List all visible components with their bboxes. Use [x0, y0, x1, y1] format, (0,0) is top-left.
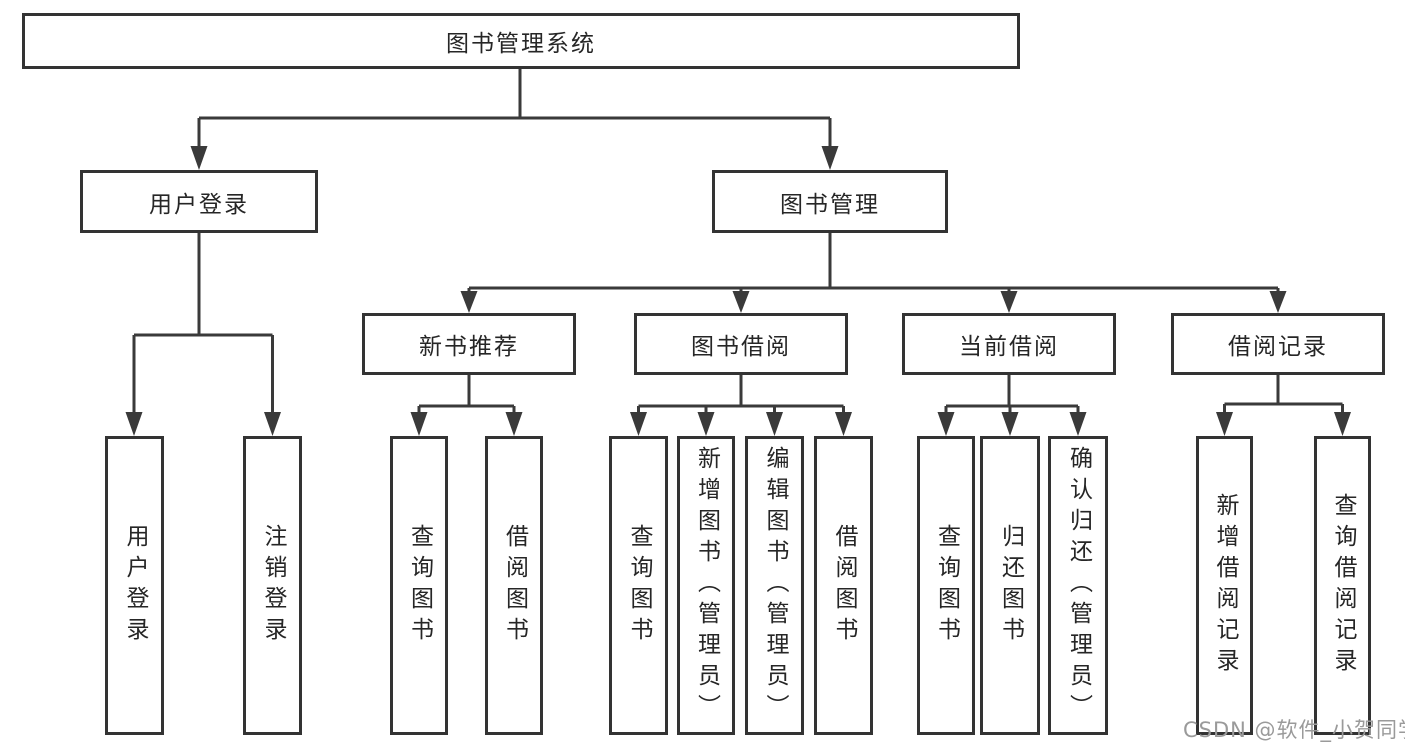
node-root: 图书管理系统	[22, 13, 1020, 69]
leaf-br-query-record-label: 查询借阅记录	[1330, 492, 1356, 679]
leaf-bb-borrow-books-label: 借阅图书	[831, 523, 857, 648]
leaf-cb-query-books-label: 查询图书	[933, 523, 960, 648]
node-current-borrowing: 当前借阅	[902, 313, 1116, 375]
leaf-cb-query-books: 查询图书	[917, 436, 975, 735]
leaf-logout: 注销登录	[243, 436, 302, 735]
node-borrowing-records-label: 借阅记录	[1228, 334, 1328, 360]
leaf-nb-query-books-label: 查询图书	[406, 523, 433, 648]
node-book-management-label: 图书管理	[780, 191, 880, 218]
leaf-bb-query-books-label: 查询图书	[626, 523, 652, 648]
node-current-borrowing-label: 当前借阅	[959, 334, 1059, 360]
leaf-bb-add-book-admin: 新增图书（管理员）	[677, 436, 735, 735]
leaf-br-add-record: 新增借阅记录	[1196, 436, 1253, 735]
node-new-book-recommendation: 新书推荐	[362, 313, 576, 375]
leaf-cb-return-books: 归还图书	[980, 436, 1040, 735]
leaf-bb-edit-book-admin: 编辑图书（管理员）	[745, 436, 804, 735]
leaf-user-login: 用户登录	[105, 436, 164, 735]
leaf-bb-query-books: 查询图书	[609, 436, 668, 735]
leaf-bb-borrow-books: 借阅图书	[814, 436, 873, 735]
leaf-bb-add-book-admin-label: 新增图书（管理员）	[693, 446, 720, 725]
leaf-cb-confirm-return-admin-label: 确认归还（管理员）	[1065, 446, 1092, 725]
csdn-watermark: CSDN @软件_小贺同学	[1183, 718, 1405, 742]
leaf-bb-edit-book-admin-label: 编辑图书（管理员）	[762, 446, 788, 725]
leaf-br-query-record: 查询借阅记录	[1314, 436, 1371, 735]
leaf-logout-label: 注销登录	[260, 523, 286, 648]
node-borrowing-records: 借阅记录	[1171, 313, 1385, 375]
node-new-book-recommendation-label: 新书推荐	[419, 334, 519, 360]
node-user-login: 用户登录	[80, 170, 318, 233]
arrowhead-icons	[125, 146, 1351, 436]
leaf-cb-return-books-label: 归还图书	[997, 523, 1024, 648]
leaf-user-login-label: 用户登录	[122, 523, 148, 648]
node-book-borrowing: 图书借阅	[634, 313, 848, 375]
node-book-borrowing-label: 图书借阅	[691, 334, 791, 360]
leaf-nb-borrow-books: 借阅图书	[485, 436, 543, 735]
leaf-cb-confirm-return-admin: 确认归还（管理员）	[1048, 436, 1108, 735]
node-book-management: 图书管理	[712, 170, 948, 233]
leaf-nb-borrow-books-label: 借阅图书	[501, 523, 528, 648]
leaf-br-add-record-label: 新增借阅记录	[1212, 492, 1238, 679]
leaf-nb-query-books: 查询图书	[390, 436, 448, 735]
node-user-login-label: 用户登录	[149, 191, 249, 218]
node-root-label: 图书管理系统	[446, 31, 596, 57]
